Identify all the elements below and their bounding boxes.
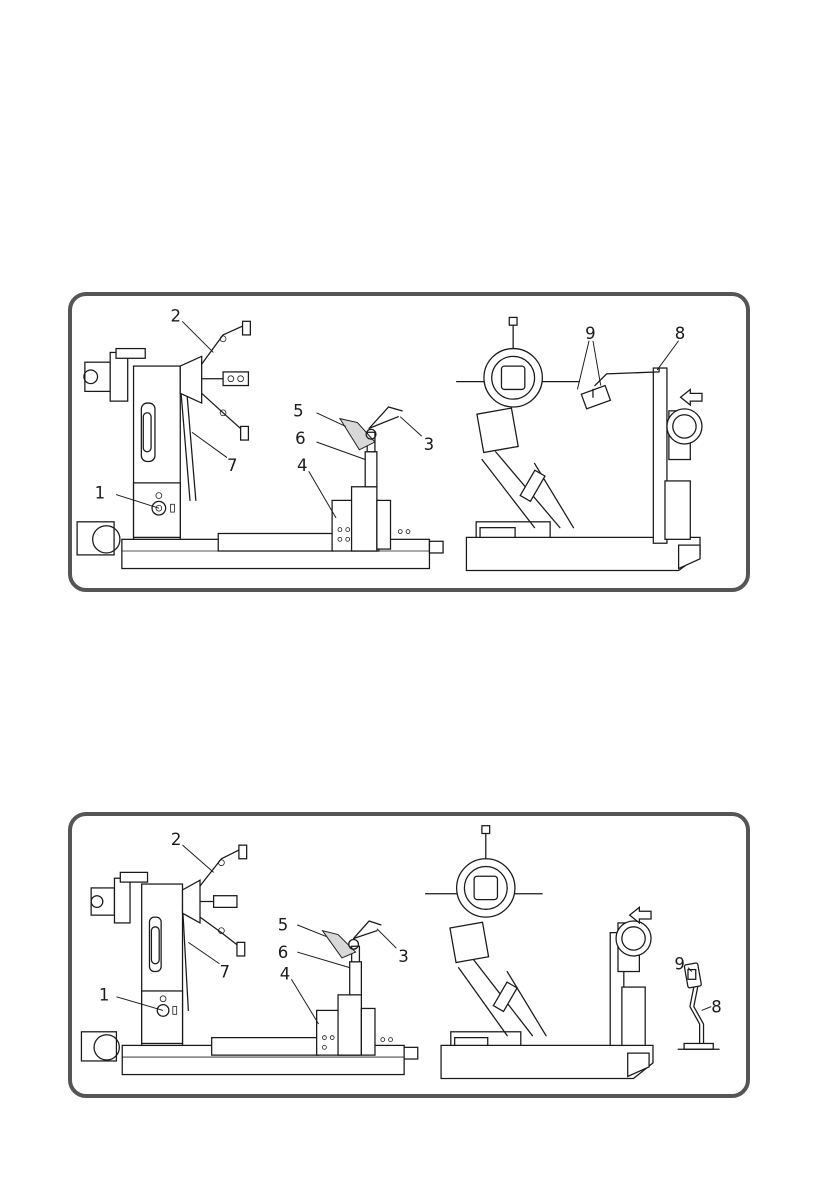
callout-4: 4 <box>280 964 291 983</box>
callout-1: 1 <box>99 986 110 1005</box>
callout-leader-9b <box>593 341 601 386</box>
left-machine-column <box>142 884 189 1045</box>
callout-6: 6 <box>278 943 289 962</box>
callout-leader-2 <box>182 321 213 352</box>
left-machine-chuck <box>200 845 247 956</box>
left-machine-chuck <box>202 321 251 440</box>
callout-leader-7 <box>192 432 227 457</box>
callout-7: 7 <box>219 962 230 981</box>
callout-5: 5 <box>278 916 289 935</box>
callout-8: 8 <box>675 324 686 343</box>
callout-2: 2 <box>171 306 182 325</box>
top-diagram-panel: 1 2 3 4 5 6 7 8 9 <box>68 292 750 592</box>
callout-leader-9a <box>577 341 589 390</box>
right-machine <box>426 826 653 1079</box>
callout-leader-3 <box>377 929 396 948</box>
bottom-diagram-panel: 1 2 3 4 5 6 7 8 9 <box>68 812 750 1098</box>
callout-7: 7 <box>227 456 238 475</box>
right-machine <box>457 317 702 570</box>
callout-9: 9 <box>674 955 685 974</box>
left-machine-tool-carriage <box>332 407 410 551</box>
bottom-diagram: 1 2 3 4 5 6 7 8 9 <box>72 816 746 1094</box>
callout-leader-8 <box>702 1007 712 1011</box>
callout-8: 8 <box>711 997 722 1016</box>
callout-leader-7 <box>188 942 219 963</box>
left-machine-tool-carriage <box>317 921 393 1055</box>
callout-leader-4 <box>291 979 318 1024</box>
callout-1: 1 <box>95 483 106 502</box>
callout-leader-8 <box>657 341 678 370</box>
callout-2: 2 <box>171 830 182 849</box>
callout-leader-2 <box>183 845 214 872</box>
callout-leader-3 <box>400 417 421 436</box>
callout-4: 4 <box>297 456 308 475</box>
arrow-left-icon <box>681 389 702 405</box>
callout-5: 5 <box>293 402 304 421</box>
callout-3: 3 <box>398 947 409 966</box>
callout-9: 9 <box>585 324 596 343</box>
callout-leader-4 <box>309 471 336 518</box>
top-diagram: 1 2 3 4 5 6 7 8 9 <box>72 296 746 588</box>
callout-6: 6 <box>295 429 306 448</box>
callout-3: 3 <box>424 435 435 454</box>
